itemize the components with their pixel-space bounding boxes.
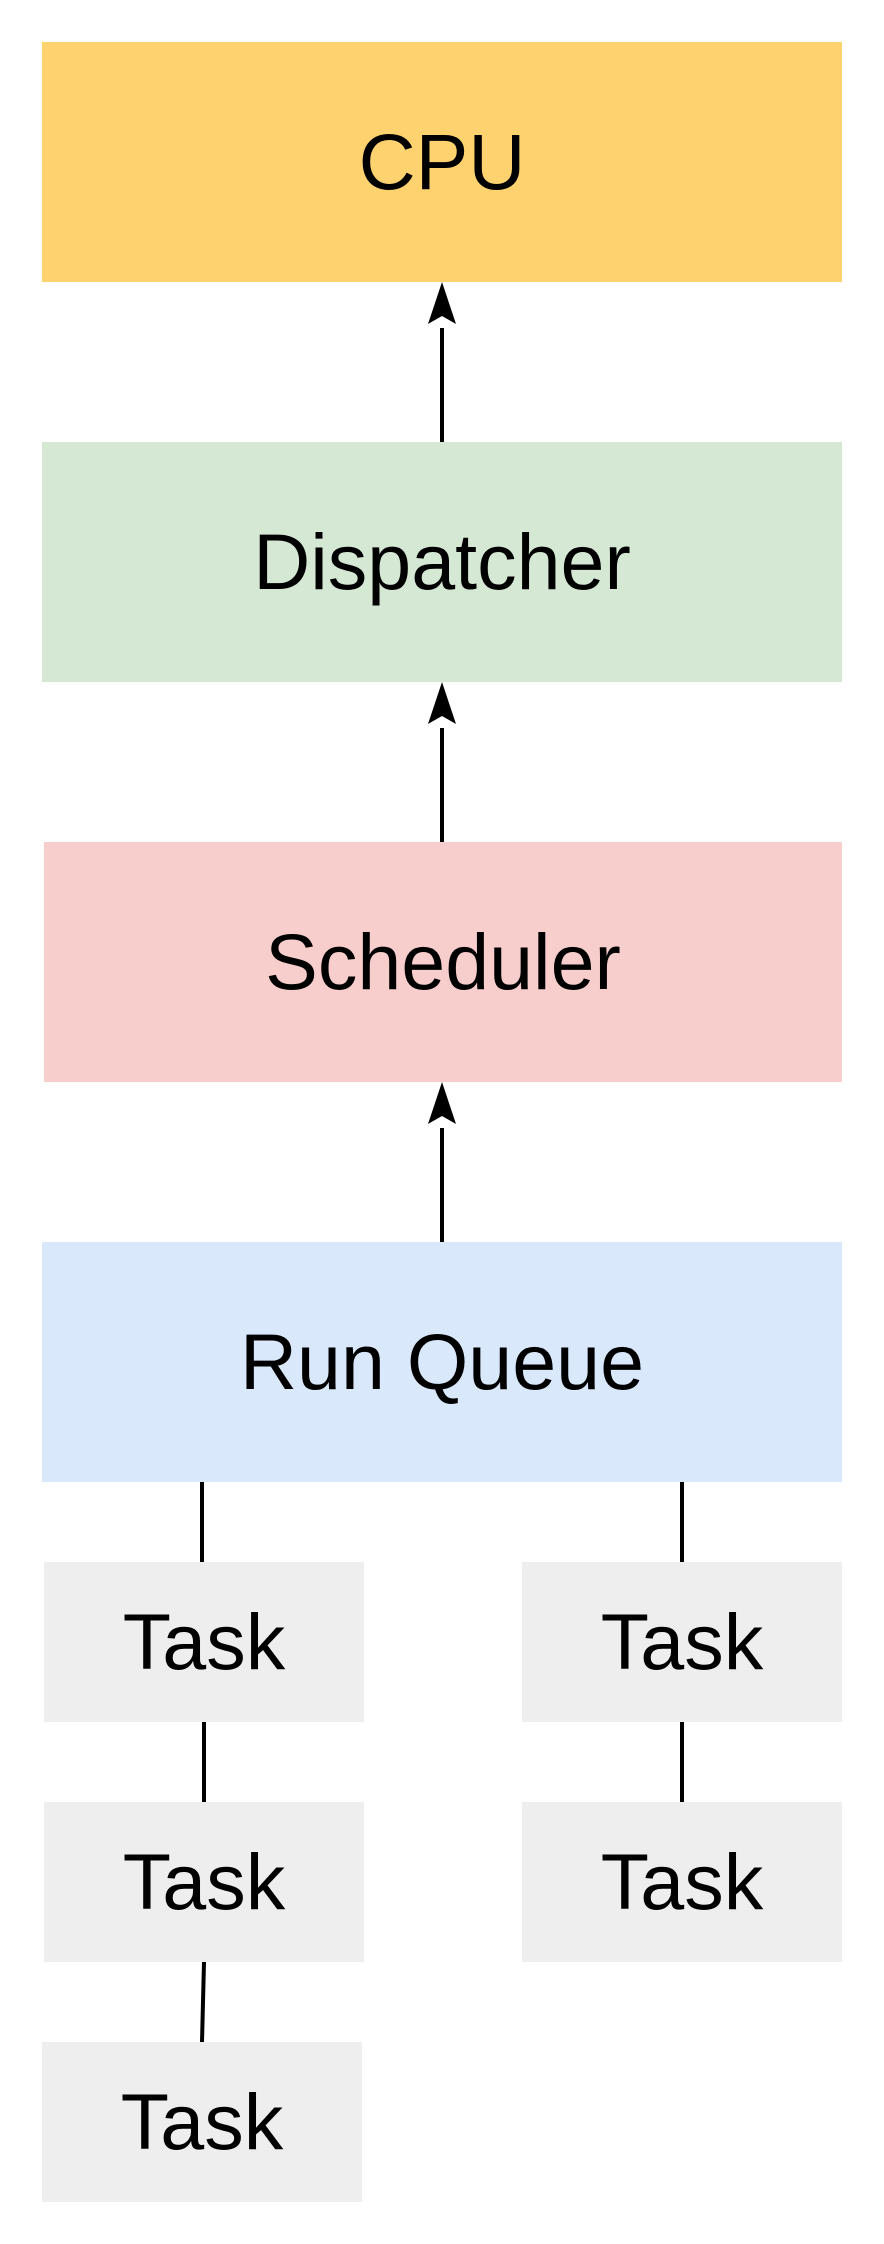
task-node-right-2: Task: [522, 1802, 842, 1962]
edge-task-left-2-to-task-left-3: [200, 1961, 206, 2043]
dispatcher-node: Dispatcher: [42, 442, 842, 682]
cpu-node: CPU: [42, 42, 842, 282]
scheduler-node: Scheduler: [44, 842, 842, 1082]
task-node-left-2: Task: [44, 1802, 364, 1962]
task-node-left-1: Task: [44, 1562, 364, 1722]
task-node-left-3: Task: [42, 2042, 362, 2202]
run-queue-node: Run Queue: [42, 1242, 842, 1482]
arrowhead-scheduler: [428, 1082, 456, 1124]
arrowhead-dispatcher: [428, 682, 456, 724]
task-node-right-1: Task: [522, 1562, 842, 1722]
arrowhead-cpu: [428, 282, 456, 324]
